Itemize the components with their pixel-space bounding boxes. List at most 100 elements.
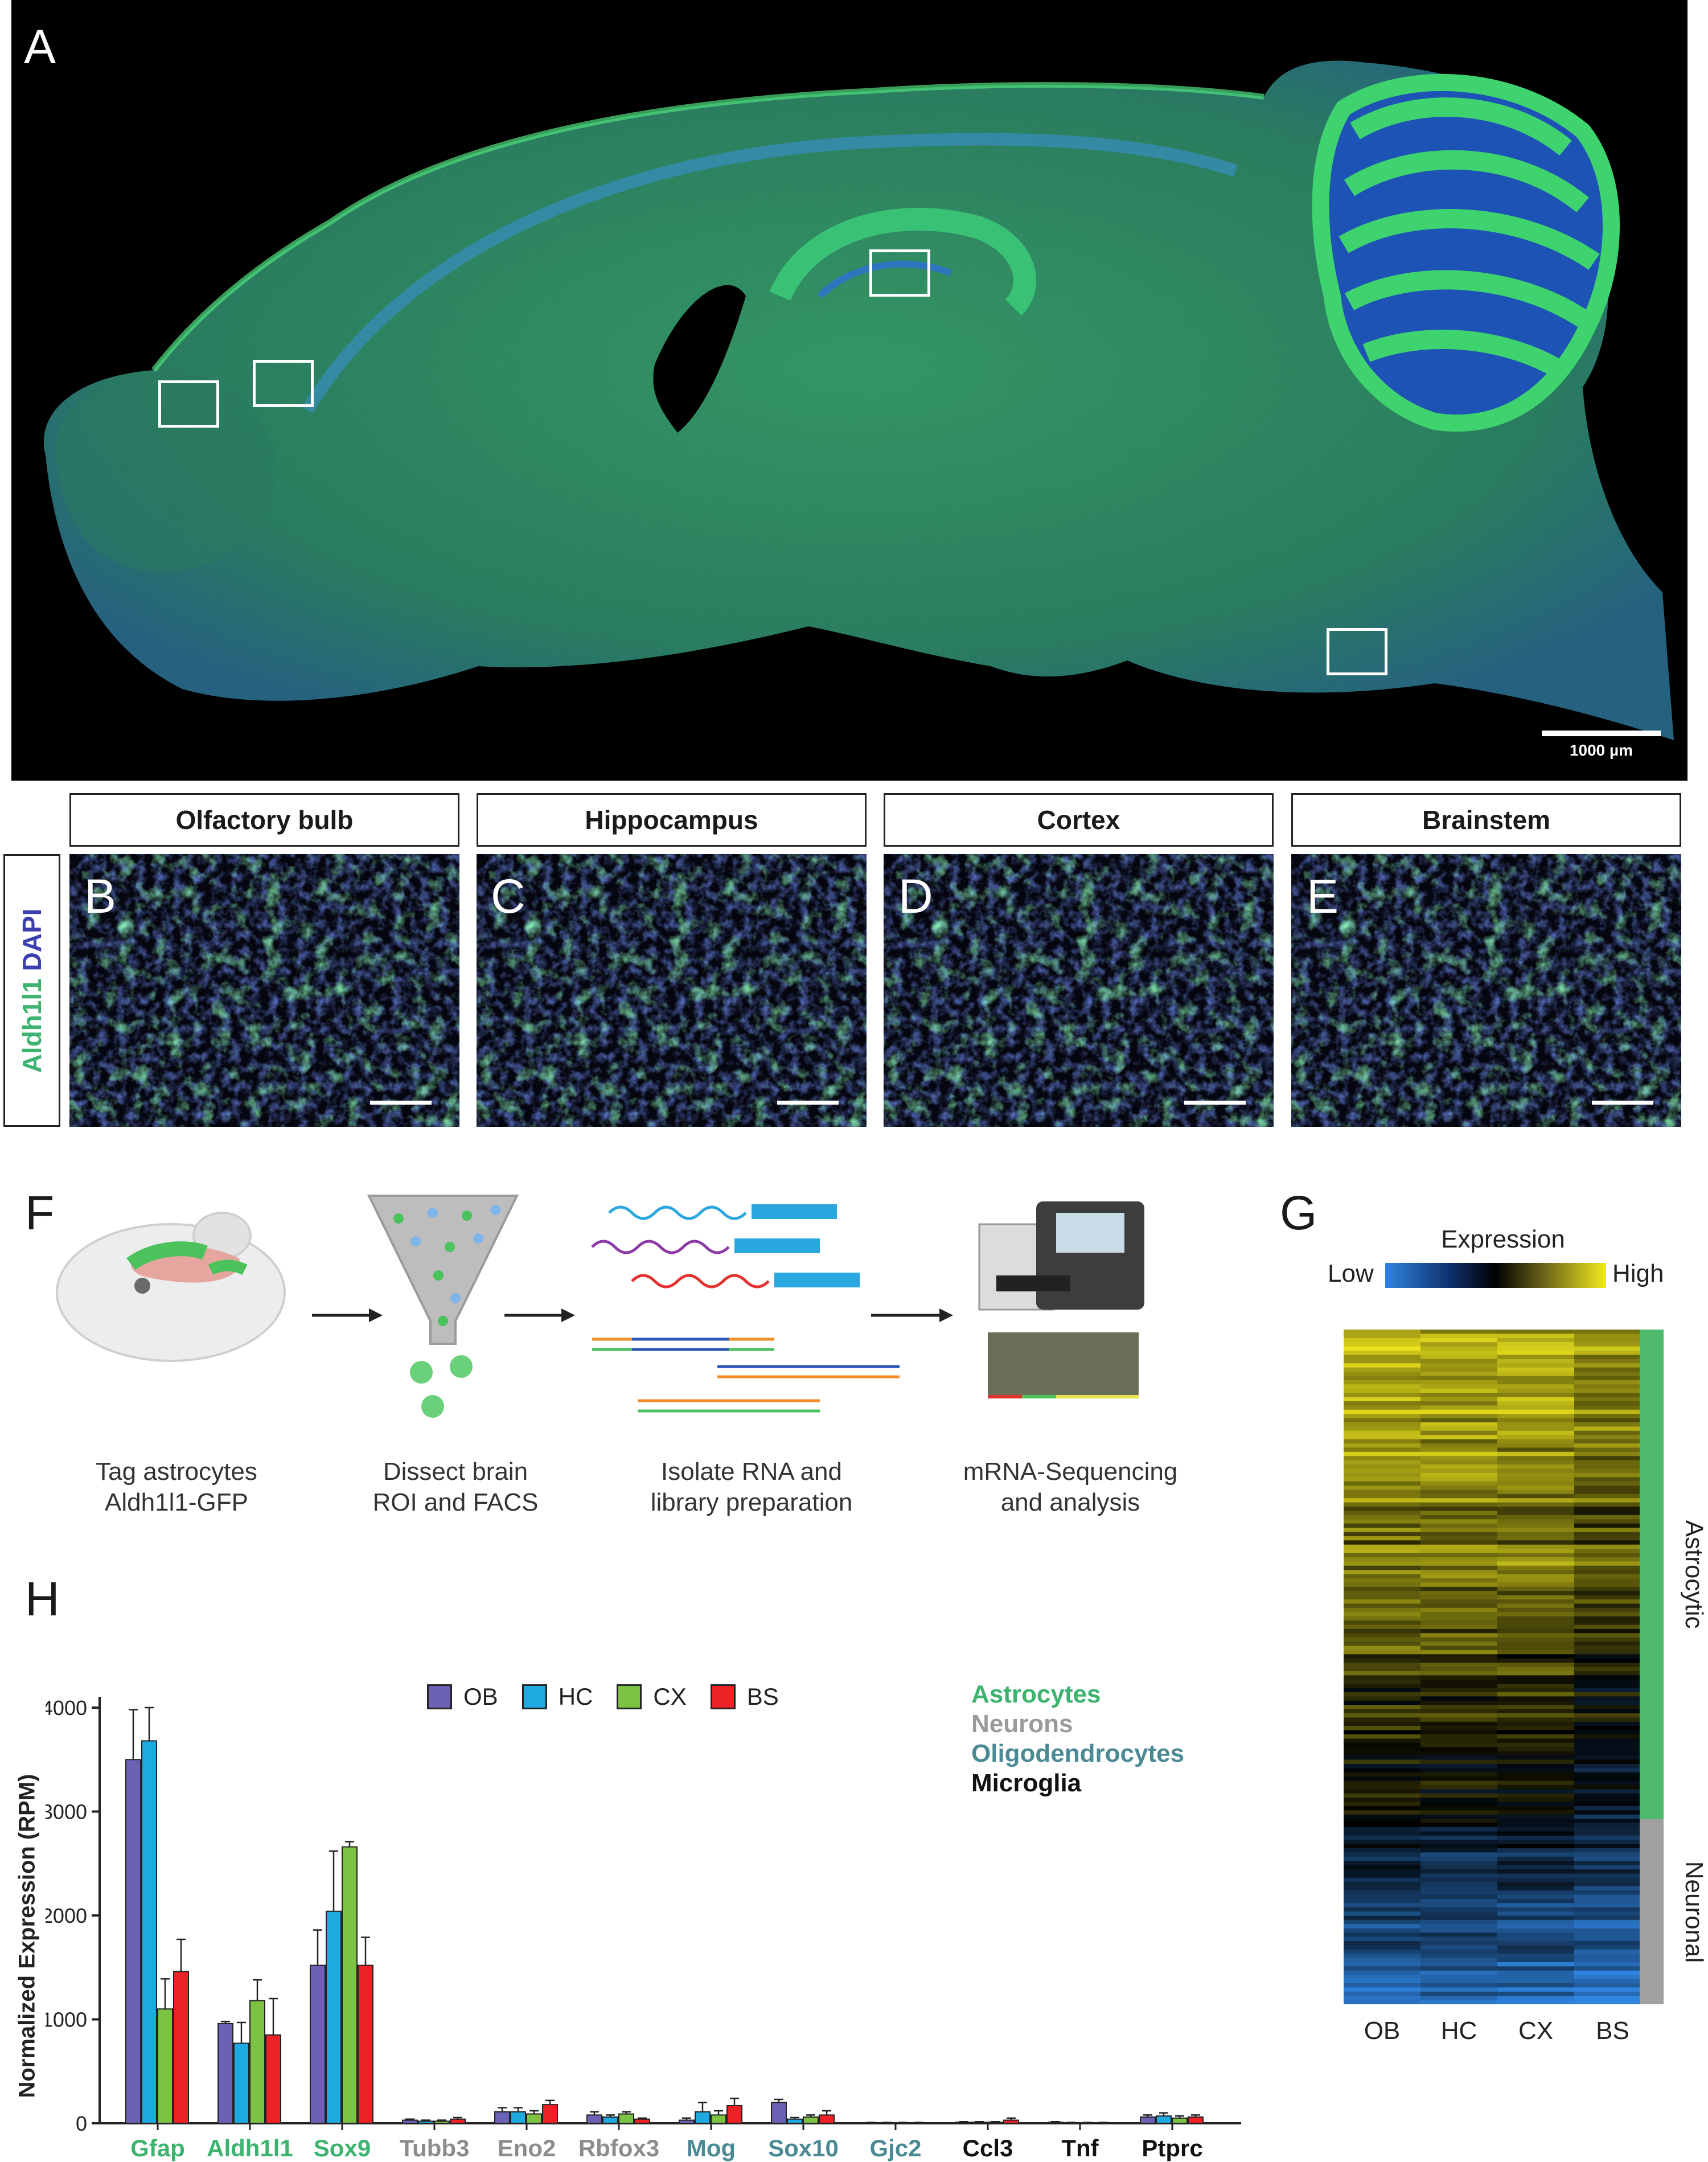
bar-aldh1l1-hc (233, 2042, 249, 2124)
bar-sox10-ob (771, 2102, 787, 2124)
heatmap-cell (1574, 1688, 1651, 1693)
heatmap-cell (1574, 1595, 1651, 1600)
bar-gfap-ob (125, 1759, 141, 2124)
heatmap-cell (1420, 1519, 1498, 1524)
heatmap-cell (1574, 1823, 1651, 1828)
bar-mog-cx (711, 2114, 726, 2124)
heatmap-cell (1344, 1658, 1421, 1663)
heatmap-cell (1420, 1861, 1498, 1866)
heatmap-cell (1574, 1933, 1651, 1937)
heatmap-cell (1420, 1393, 1498, 1397)
heatmap-cell (1574, 1928, 1651, 1933)
heatmap-cell (1574, 1713, 1651, 1718)
heatmap-cell (1420, 1494, 1498, 1499)
heatmap-cell (1574, 1460, 1651, 1465)
legend-item-cx: CX (617, 1683, 687, 1710)
heatmap-cell (1574, 1401, 1651, 1406)
heatmap-cell (1574, 1532, 1651, 1537)
heatmap-cell (1420, 1844, 1498, 1849)
heatmap-cell (1344, 1911, 1421, 1916)
rna-library-icon (591, 1204, 900, 1413)
heatmap-cell (1574, 1835, 1651, 1840)
heatmap-cell (1344, 1696, 1421, 1701)
heatmap-cell (1574, 1903, 1651, 1908)
heatmap-cell (1497, 1835, 1575, 1840)
heatmap-cell (1344, 1949, 1421, 1954)
bar-mog-bs (726, 2104, 742, 2124)
heatmap-group-label-astrocytic: Astrocytic (1680, 1520, 1708, 1629)
heatmap-cell (1574, 1915, 1651, 1921)
heatmap-cell (1420, 1384, 1498, 1389)
heatmap-cell (1420, 1717, 1498, 1722)
heatmap-cell (1574, 1784, 1651, 1790)
heatmap-cell (1574, 1355, 1651, 1360)
region-tab-hippocampus: Hippocampus (477, 793, 867, 847)
heatmap-cell (1497, 1460, 1575, 1465)
heatmap-cell (1420, 1848, 1498, 1853)
heatmap-cell (1497, 1705, 1575, 1710)
heatmap-cell (1574, 1890, 1651, 1895)
heatmap-cell (1344, 1726, 1421, 1731)
heatmap-cell (1497, 1945, 1575, 1950)
heatmap-cell (1497, 1747, 1575, 1752)
heatmap-cell (1574, 1772, 1651, 1777)
heatmap-cell (1497, 1393, 1575, 1397)
micrograph-hippocampus (477, 854, 867, 1127)
panel-a-image: 1000 µm (11, 0, 1688, 781)
heatmap-cell (1497, 1481, 1575, 1486)
heatmap-cell (1497, 1937, 1575, 1942)
brain-section-illustration (43, 60, 1674, 741)
heatmap-cell (1497, 1612, 1575, 1617)
heatmap-cell (1574, 1642, 1651, 1646)
bar-tubb3-hc (418, 2120, 434, 2124)
bar-aldh1l1-bs (265, 2034, 281, 2124)
heatmap-cell (1497, 2000, 1575, 2004)
bar-eno2-cx (526, 2113, 542, 2124)
heatmap-cell (1344, 1806, 1421, 1811)
heatmap-cell (1344, 1877, 1421, 1882)
panel-label-g: G (1280, 1186, 1317, 1240)
heatmap-cell (1497, 1873, 1575, 1878)
heatmap-cell (1344, 1975, 1421, 1980)
heatmap-cell (1497, 1586, 1575, 1591)
heatmap-cell (1344, 1380, 1421, 1385)
heatmap-cell (1420, 1979, 1498, 1984)
heatmap-cell (1344, 1962, 1421, 1967)
heatmap-cell (1344, 1557, 1421, 1562)
heatmap-cell (1574, 1565, 1651, 1570)
heatmap-cell (1574, 1574, 1651, 1579)
roi-box-olfactory-2 (253, 360, 314, 407)
heatmap-cell (1344, 1798, 1421, 1802)
heatmap-cell (1574, 1949, 1651, 1954)
heatmap-cell (1344, 1979, 1421, 1984)
heatmap-cell (1497, 1401, 1575, 1406)
heatmap-cell (1497, 1840, 1575, 1845)
heatmap-cell (1344, 1937, 1421, 1942)
heatmap-cell (1574, 1481, 1651, 1486)
heatmap-cell (1497, 1435, 1575, 1440)
heatmap-cell (1497, 1451, 1575, 1457)
heatmap-cell (1420, 1958, 1498, 1963)
heatmap-cell (1420, 1671, 1498, 1676)
heatmap-cell (1420, 1351, 1498, 1355)
heatmap-cell (1574, 1747, 1651, 1752)
heatmap-cell (1497, 1865, 1575, 1870)
bar-sox9-hc (326, 1910, 342, 2124)
heatmap-cell (1574, 1363, 1651, 1368)
heatmap-legend-high: High (1612, 1260, 1664, 1287)
x-tick-label-ptprc: Ptprc (1142, 2135, 1202, 2161)
heatmap-cell (1420, 1342, 1498, 1347)
heatmap-cell (1420, 1464, 1498, 1469)
bar-tubb3-bs (450, 2118, 466, 2124)
heatmap-cell (1420, 1443, 1498, 1448)
heatmap-cell (1574, 1397, 1651, 1402)
heatmap-cell (1420, 1996, 1498, 2001)
heatmap-cell (1344, 1414, 1421, 1419)
cell-type-neurons: Neurons (971, 1710, 1073, 1738)
heatmap-cell (1420, 1700, 1498, 1705)
heatmap-cell (1420, 1447, 1498, 1453)
heatmap-cell (1574, 1696, 1651, 1701)
heatmap-cell (1497, 1679, 1575, 1684)
region-tab-brainstem: Brainstem (1291, 793, 1681, 847)
heatmap-cell (1574, 1907, 1651, 1912)
